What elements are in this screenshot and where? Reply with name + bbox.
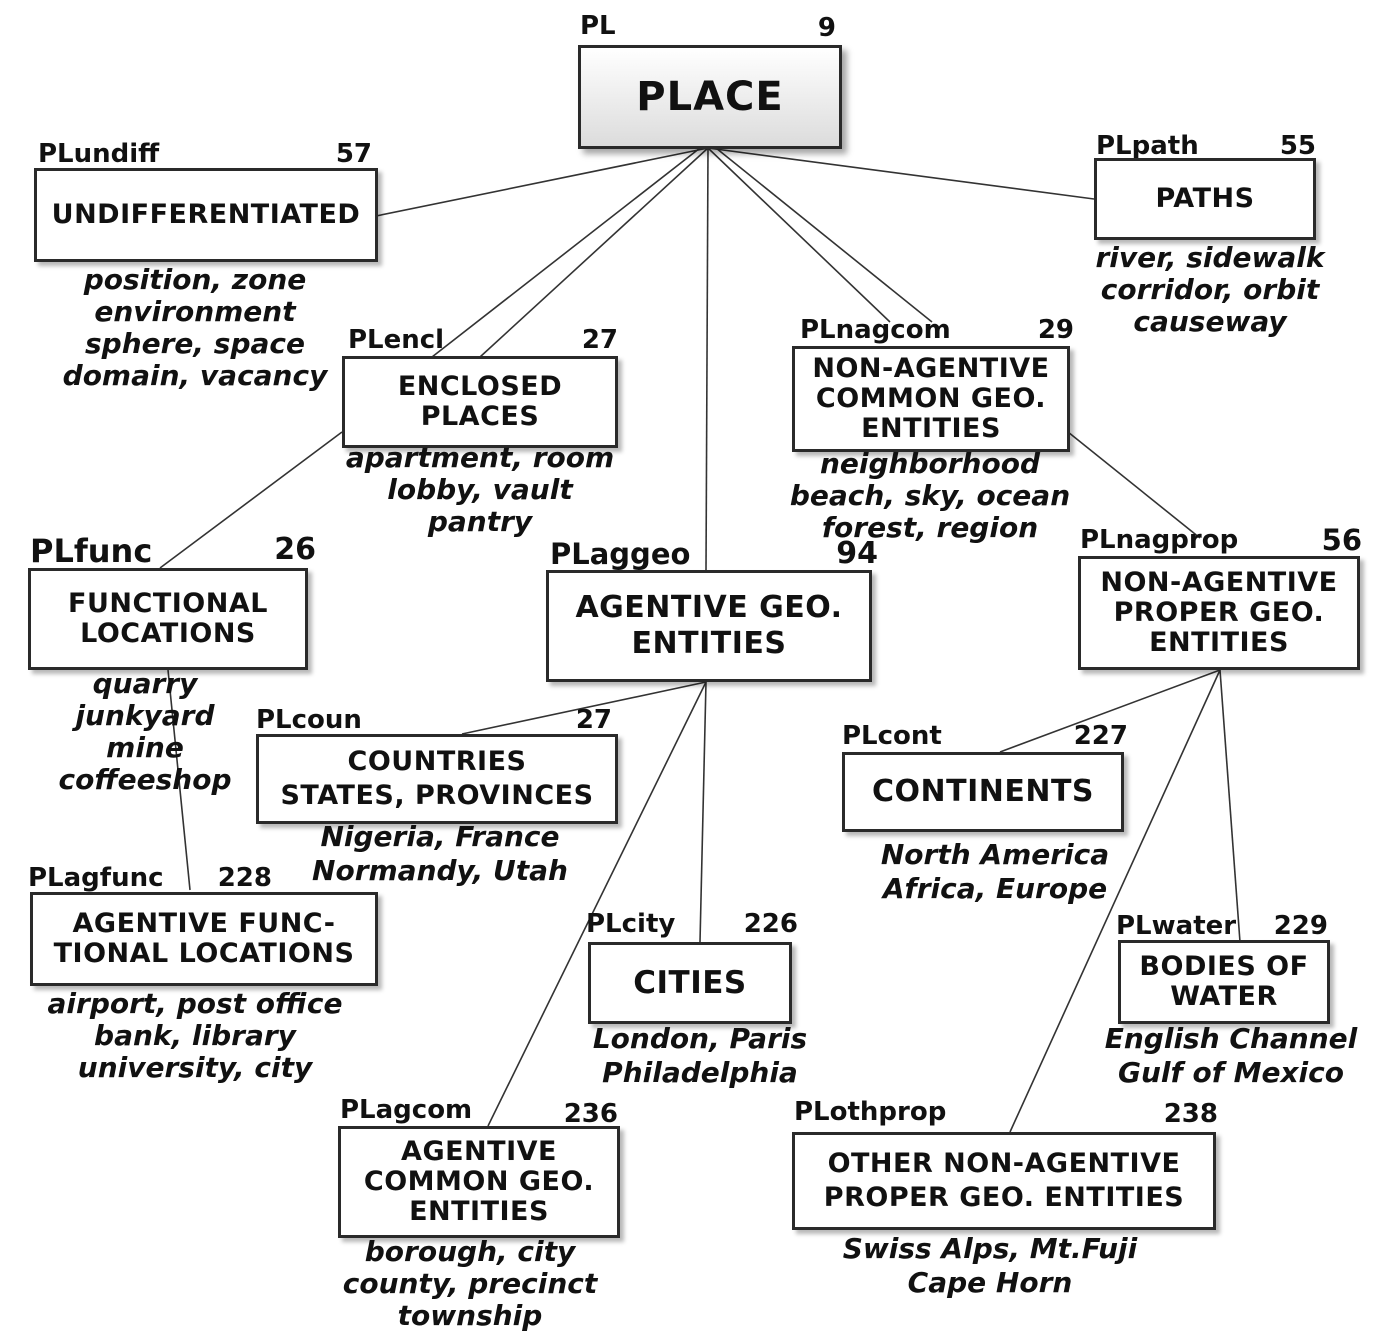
node-code-plcity: PLcity [586, 909, 676, 939]
node-label-functional-locations: FUNCTIONAL LOCATIONS [68, 588, 268, 649]
edge-pl-plencl [479, 147, 709, 358]
edge-plnagprop-plwater [1219, 669, 1241, 943]
edge-pl-plencl [431, 147, 701, 358]
edge-plnagcom-plnagprop [1067, 431, 1201, 539]
edge-pl-plnagcom [715, 147, 933, 323]
node-code-plcoun: PLcoun [256, 705, 362, 735]
node-code-plnagprop: PLnagprop [1080, 525, 1239, 555]
node-count-plencl: 27 [581, 325, 618, 355]
examples-agentive-functional-locations: airport, post office bank, library unive… [47, 987, 343, 1084]
node-label-countries-states-provinces: COUNTRIES STATES, PROVINCES [280, 746, 594, 811]
node-label-continents: CONTINENTS [871, 774, 1095, 809]
node-countries-states-provinces: COUNTRIES STATES, PROVINCES [256, 734, 618, 824]
node-code-plwater: PLwater [1116, 911, 1237, 941]
node-code-plfunc: PLfunc [30, 532, 153, 570]
node-code-plundiff: PLundiff [38, 139, 160, 169]
node-agentive-common-geo-entities: AGENTIVE COMMON GEO. ENTITIES [338, 1126, 620, 1238]
node-label-paths: PATHS [1155, 183, 1255, 214]
node-code-plencl: PLencl [348, 325, 445, 355]
node-count-plpath: 55 [1279, 131, 1316, 161]
node-count-plaggeo: 94 [836, 536, 878, 571]
node-code-plcont: PLcont [842, 721, 942, 751]
edge-plnagprop-plcont [999, 669, 1221, 753]
edge-pl-plaggeo [705, 147, 709, 571]
node-count-plnagprop: 56 [1321, 523, 1362, 557]
node-label-undifferentiated: UNDIFFERENTIATED [51, 199, 361, 230]
node-count-plagcom: 236 [563, 1099, 618, 1129]
examples-continents: North America Africa, Europe [880, 838, 1110, 905]
node-label-agentive-geo-entities: AGENTIVE GEO. ENTITIES [575, 590, 843, 661]
node-count-plundiff: 57 [335, 139, 372, 169]
examples-cities: London, Paris Philadelphia [592, 1022, 808, 1089]
node-label-other-non-agentive-proper-geo-entities: OTHER NON-AGENTIVE PROPER GEO. ENTITIES [823, 1148, 1185, 1213]
node-code-plpath: PLpath [1096, 131, 1199, 161]
node-non-agentive-proper-geo-entities: NON-AGENTIVE PROPER GEO. ENTITIES [1078, 556, 1360, 670]
node-bodies-of-water: BODIES OF WATER [1118, 940, 1330, 1024]
node-continents: CONTINENTS [842, 752, 1124, 832]
node-label-non-agentive-common-geo-entities: NON-AGENTIVE COMMON GEO. ENTITIES [812, 353, 1050, 444]
node-code-plagcom: PLagcom [340, 1095, 473, 1125]
edge-plaggeo-plcity [699, 681, 707, 943]
node-agentive-functional-locations: AGENTIVE FUNC- TIONAL LOCATIONS [30, 892, 378, 986]
node-count-pl: 9 [817, 13, 836, 43]
node-undifferentiated: UNDIFFERENTIATED [34, 168, 378, 262]
node-code-pl: PL [580, 11, 616, 41]
node-count-plcoun: 27 [575, 705, 612, 735]
node-count-plothprop: 238 [1163, 1099, 1218, 1129]
edge-plaggeo-plcoun [461, 681, 707, 735]
edge-pl-plnagcom [707, 147, 891, 323]
edge-pl-plpath [707, 147, 1095, 200]
examples-paths: river, sidewalk corridor, orbit causeway [1095, 241, 1325, 338]
node-count-plagfunc: 228 [217, 863, 272, 893]
node-label-enclosed-places: ENCLOSED PLACES [397, 371, 563, 432]
examples-non-agentive-common-geo-entities: neighborhood beach, sky, ocean forest, r… [789, 447, 1071, 544]
node-non-agentive-common-geo-entities: NON-AGENTIVE COMMON GEO. ENTITIES [792, 346, 1070, 452]
node-code-plothprop: PLothprop [794, 1097, 947, 1127]
examples-bodies-of-water: English Channel Gulf of Mexico [1104, 1022, 1358, 1089]
node-label-place: PLACE [636, 74, 784, 120]
node-count-plcont: 227 [1073, 721, 1128, 751]
node-code-plagfunc: PLagfunc [28, 863, 164, 893]
node-code-plnagcom: PLnagcom [800, 315, 951, 345]
node-count-plfunc: 26 [274, 532, 316, 567]
examples-other-non-agentive-proper-geo-entities: Swiss Alps, Mt.Fuji Cape Horn [842, 1232, 1138, 1299]
node-count-plcity: 226 [743, 909, 798, 939]
node-other-non-agentive-proper-geo-entities: OTHER NON-AGENTIVE PROPER GEO. ENTITIES [792, 1132, 1216, 1230]
examples-countries-states-provinces: Nigeria, France Normandy, Utah [312, 820, 568, 887]
edge-plaggeo-plagcom [487, 681, 707, 1127]
edge-plfunc-plagfunc [167, 669, 191, 891]
node-count-plwater: 229 [1273, 911, 1328, 941]
examples-agentive-common-geo-entities: borough, city county, precinct township [342, 1235, 598, 1332]
node-functional-locations: FUNCTIONAL LOCATIONS [28, 568, 308, 670]
node-label-agentive-common-geo-entities: AGENTIVE COMMON GEO. ENTITIES [363, 1136, 595, 1227]
edge-pl-plundiff [375, 147, 709, 217]
node-cities: CITIES [588, 942, 792, 1024]
examples-enclosed-places: apartment, room lobby, vault pantry [345, 441, 615, 538]
node-paths: PATHS [1094, 158, 1316, 240]
node-place: PLACE [578, 45, 842, 149]
node-code-plaggeo: PLaggeo [550, 537, 691, 571]
node-count-plnagcom: 29 [1037, 315, 1074, 345]
examples-functional-locations: quarry junkyard mine coffeeshop [58, 667, 232, 796]
node-agentive-geo-entities: AGENTIVE GEO. ENTITIES [546, 570, 872, 682]
node-label-cities: CITIES [633, 965, 747, 1001]
node-label-non-agentive-proper-geo-entities: NON-AGENTIVE PROPER GEO. ENTITIES [1100, 567, 1338, 658]
node-label-bodies-of-water: BODIES OF WATER [1139, 951, 1309, 1012]
node-enclosed-places: ENCLOSED PLACES [342, 356, 618, 448]
edge-plnagprop-plothprop [1009, 669, 1221, 1133]
edge-plencl-plfunc [159, 431, 343, 569]
examples-undifferentiated: position, zone environment sphere, space… [62, 263, 328, 392]
node-label-agentive-functional-locations: AGENTIVE FUNC- TIONAL LOCATIONS [53, 908, 355, 969]
